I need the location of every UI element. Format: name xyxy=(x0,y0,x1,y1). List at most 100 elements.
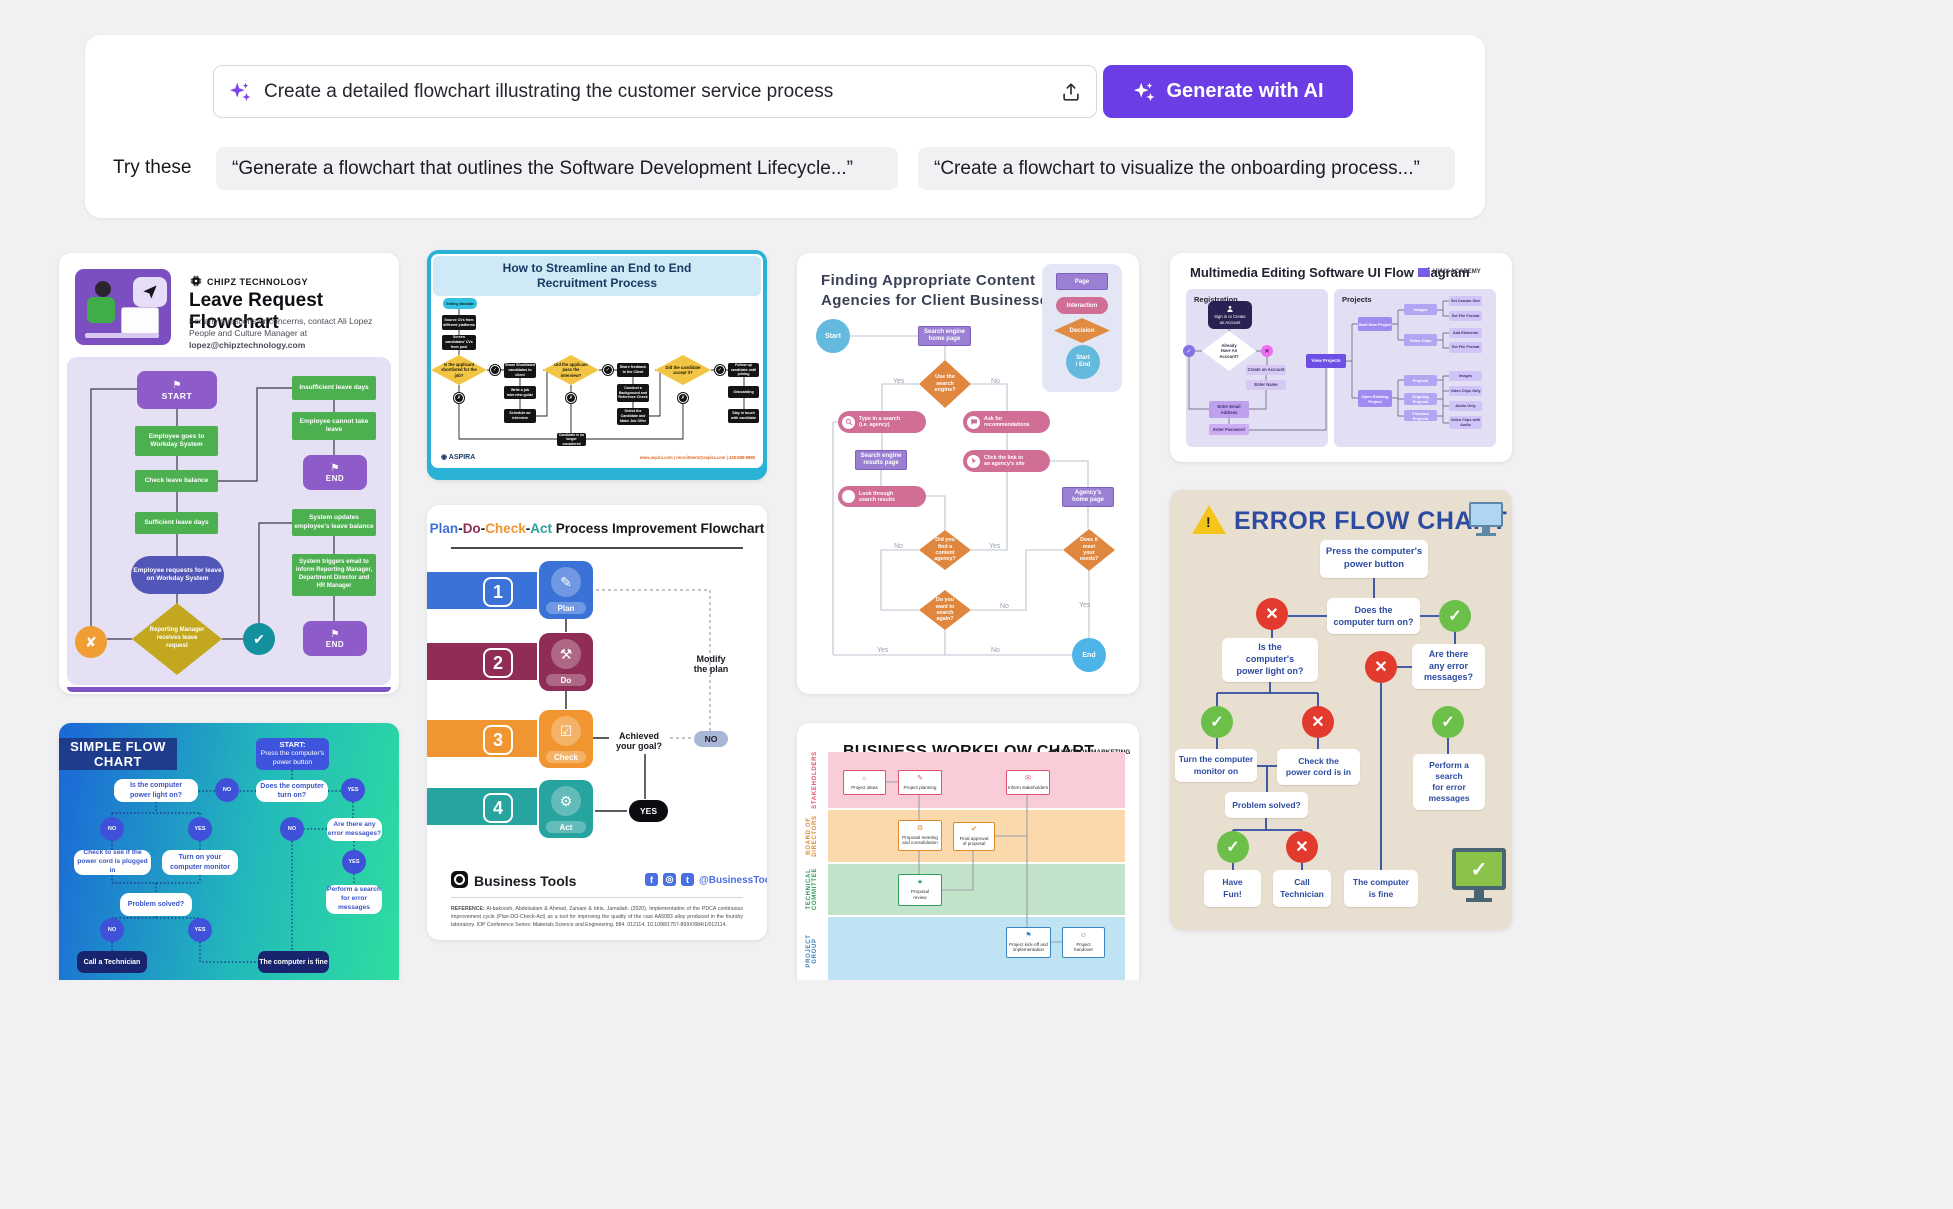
instagram-icon[interactable]: ◎ xyxy=(663,873,676,886)
check-illustration: ☑ xyxy=(551,716,581,746)
footer-divider xyxy=(451,897,743,898)
template-card-pdca[interactable]: Plan-Do-Check-Act Process Improvement Fl… xyxy=(427,505,767,940)
approval-icon: ✔ xyxy=(971,825,977,833)
yes-label: Yes xyxy=(877,647,889,654)
section-label: Registration xyxy=(1194,295,1238,304)
close-icon: ✕ xyxy=(1261,345,1273,357)
flow-node: Insufficient leave days xyxy=(292,376,376,400)
flow-node: Images xyxy=(1449,371,1482,381)
decision-node: Did the candidate accept it? xyxy=(655,355,711,385)
workflow-step: ⚙Proposal meeting and consolidation xyxy=(898,820,942,851)
step-bar: 2 xyxy=(427,643,537,680)
sparkle-icon xyxy=(1134,82,1155,101)
suggestion-chip-sdlc[interactable]: “Generate a flowchart that outlines the … xyxy=(216,147,898,190)
check-icon: ✓ xyxy=(714,364,726,376)
cross-icon: ✕ xyxy=(1302,706,1334,738)
lane-label: PROJECT GROUP xyxy=(806,934,818,968)
flow-node: Screen candidates' CVs from pool xyxy=(442,335,476,350)
academy-logo-icon xyxy=(1418,268,1429,277)
template-card-content-agencies[interactable]: Finding Appropriate Content Agencies for… xyxy=(797,253,1139,694)
monitor-shape xyxy=(121,307,159,335)
flow-node: Select the Candidate and Make Job Offer xyxy=(617,408,649,425)
step-number: 4 xyxy=(483,793,513,823)
question-node: Problem solved? xyxy=(120,893,192,916)
title-rest: Process Improvement Flowchart xyxy=(551,521,765,536)
flow-node: Have Fun! xyxy=(1204,870,1261,907)
generate-with-ai-button[interactable]: Generate with AI xyxy=(1103,65,1353,118)
green-monitor-illustration: ✓ xyxy=(1452,848,1506,902)
cursor-icon xyxy=(967,454,980,468)
review-icon: ★ xyxy=(916,879,924,887)
title-act: Act xyxy=(530,521,552,536)
warning-icon: ! xyxy=(1192,505,1226,535)
prompt-input-box[interactable] xyxy=(213,65,1097,118)
subtitle-text: For any questions or concerns, contact A… xyxy=(189,316,373,338)
cross-icon: ✗ xyxy=(565,392,577,404)
template-card-simple-flow[interactable]: SIMPLE FLOW CHART START:Press the comput… xyxy=(59,723,399,980)
template-card-multimedia-ui-flow[interactable]: Multimedia Editing Software UI Flow Diag… xyxy=(1170,253,1512,462)
generate-button-label: Generate with AI xyxy=(1166,80,1324,102)
flow-node: Sufficient leave days xyxy=(135,512,218,534)
lane-technical xyxy=(828,864,1125,915)
flow-node: Press the computer's power button xyxy=(1320,540,1428,578)
template-card-recruitment[interactable]: How to Streamline an End to End Recruitm… xyxy=(427,250,767,480)
yes-label: Yes xyxy=(989,543,1001,550)
cross-icon: ✕ xyxy=(1286,831,1318,863)
yes-label: Yes xyxy=(893,378,905,385)
plan-illustration: ✎ xyxy=(551,567,581,597)
cross-icon: ✕ xyxy=(1365,651,1397,683)
check-icon: ✓ xyxy=(1439,600,1471,632)
template-card-error-flow[interactable]: ! ERROR FLOW CHART Press the computer's … xyxy=(1170,490,1512,930)
chat-icon xyxy=(967,415,980,429)
flow-node: Source CVs from different platforms xyxy=(442,315,476,330)
flow-node: Projects xyxy=(1404,375,1437,386)
viewport-clip: Generate with AI Try these “Generate a f… xyxy=(59,35,1512,980)
meeting-icon: ⚙ xyxy=(916,824,924,832)
title-underline xyxy=(451,547,743,549)
decision-node: Does it meet your needs? xyxy=(1063,529,1115,571)
check-icon: ✓ xyxy=(1432,706,1464,738)
idea-icon: ☼ xyxy=(861,774,868,782)
act-illustration: ⚙ xyxy=(551,786,581,816)
cross-icon: ✗ xyxy=(677,392,689,404)
flow-node: Check the power cord is in xyxy=(1277,749,1360,785)
page-node: Agency's home page xyxy=(1062,487,1114,507)
upload-icon[interactable] xyxy=(1060,81,1082,103)
question-node: Is the computer power light on? xyxy=(114,779,198,802)
recruitment-canvas: How to Streamline an End to End Recruitm… xyxy=(431,254,763,468)
suggestion-chip-onboarding[interactable]: “Create a flowchart to visualize the onb… xyxy=(918,147,1455,190)
facebook-icon[interactable]: f xyxy=(645,873,658,886)
card-title: SIMPLE FLOW CHART xyxy=(59,738,177,770)
action-node: Perform a search for error messages xyxy=(326,885,382,914)
no-circle: NO xyxy=(100,817,124,841)
page-node: Search engine home page xyxy=(918,326,971,346)
step-tile-plan: ✎Plan xyxy=(539,561,593,619)
check-icon: ✓ xyxy=(602,364,614,376)
flow-node: Enter Name xyxy=(1246,380,1286,390)
start-node: START:Press the computer's power button xyxy=(256,738,329,770)
flow-node: Enter Password xyxy=(1209,424,1249,435)
workflow-step: ★Proposal review xyxy=(898,874,942,906)
flow-node: Stay in touch with candidate xyxy=(728,409,759,423)
title-check: Check xyxy=(485,521,526,536)
template-card-leave-request[interactable]: CHIPZ TECHNOLOGY Leave Request Flowchart… xyxy=(59,253,399,694)
avatar-head xyxy=(95,281,111,297)
interaction-node: Click the link to an agency's site xyxy=(963,450,1050,472)
flow-node: Candidate is no longer considered xyxy=(557,432,586,446)
twitter-icon[interactable]: t xyxy=(681,873,694,886)
step-label: Act xyxy=(546,821,586,833)
prompt-input[interactable] xyxy=(262,79,1060,104)
flow-node: Write a job interview guide xyxy=(504,386,536,399)
decision-node: Is the applicant shortlisted for the job… xyxy=(431,355,487,385)
support-agent-illustration xyxy=(75,269,171,345)
action-node: Turn on your computer monitor xyxy=(162,850,238,875)
card-brand: CHIPZ TECHNOLOGY xyxy=(207,277,309,287)
flow-node: Schedule an interview xyxy=(504,409,536,423)
template-card-business-workflow[interactable]: BUSINESS WORKFLOW CHART HUDSON MARKETING… xyxy=(797,723,1139,980)
card-subtitle: For any questions or concerns, contact A… xyxy=(189,316,393,352)
flow-node: View Projects xyxy=(1306,354,1346,368)
step-tile-act: ⚙ Act xyxy=(539,780,593,838)
flag-icon: ⚑ xyxy=(330,462,340,474)
end-node: Call a Technician xyxy=(77,951,147,973)
step-bar: 3 xyxy=(427,720,537,757)
